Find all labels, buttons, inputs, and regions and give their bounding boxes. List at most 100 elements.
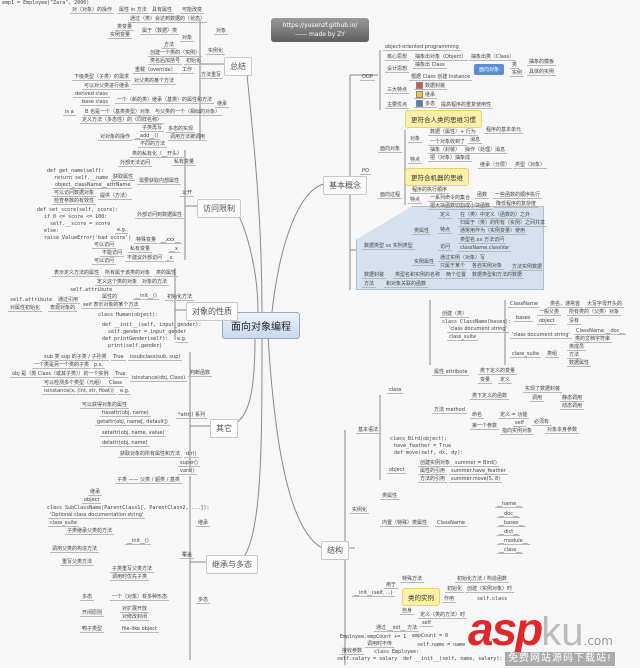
- mindmap-leaf-basic[interactable]: 类: [510, 62, 520, 69]
- oop-highlight-button[interactable]: 面向对象: [474, 64, 505, 75]
- mindmap-leaf-structure[interactable]: summer.move(5, 8): [449, 476, 503, 483]
- mindmap-leaf-blue[interactable]: 通过实例（对象）写: [438, 255, 488, 262]
- mindmap-leaf-basic[interactable]: 数据封装: [414, 82, 448, 90]
- mindmap-leaf-structure[interactable]: 静态调用: [560, 395, 585, 402]
- mindmap-leaf-summary[interactable]: 方法重写: [199, 72, 224, 79]
- mindmap-leaf-structure[interactable]: 方法的引用: [418, 476, 448, 483]
- mindmap-leaf-props[interactable]: def __init__(self, input_gender):: [102, 322, 202, 328]
- mindmap-leaf-summary[interactable]: __add__(): [133, 133, 161, 140]
- mindmap-leaf-access[interactable]: 类的私有化（__开头）: [130, 151, 185, 158]
- mindmap-leaf-structure[interactable]: ClassName.__doc__: [574, 328, 627, 335]
- mindmap-leaf-summary[interactable]: 重载（override）: [133, 67, 178, 74]
- mindmap-leaf-structure[interactable]: 类名，通常首: [548, 301, 583, 308]
- mindmap-leaf-structure[interactable]: 通过 __init__ 方法: [374, 625, 420, 632]
- mindmap-leaf-access[interactable]: _x: [165, 255, 175, 262]
- mindmap-leaf-access[interactable]: 可以访问: [92, 242, 117, 249]
- mindmap-leaf-summary[interactable]: 方法: [162, 42, 177, 49]
- mindmap-leaf-props[interactable]: self 表示对象的某个方法: [81, 302, 141, 309]
- mindmap-leaf-inherit[interactable]: 多态: [80, 594, 95, 601]
- mindmap-leaf-basic[interactable]: 操作（处理）消息: [463, 147, 508, 154]
- mindmap-leaf-summary[interactable]: 类变量: [115, 24, 135, 31]
- mindmap-leaf-inherit[interactable]: __init__(): [125, 538, 151, 545]
- mindmap-leaf-structure[interactable]: 调用: [530, 395, 545, 402]
- mindmap-leaf-other[interactable]: 可以获得对象的属性: [80, 402, 130, 409]
- mindmap-leaf-summary[interactable]: 实例变量: [108, 32, 133, 39]
- mindmap-leaf-other[interactable]: isinstance(x, (int, str, float)): [42, 388, 116, 395]
- mindmap-leaf-other[interactable]: Class: [107, 380, 125, 387]
- mindmap-leaf-structure[interactable]: 类属性: [380, 493, 400, 500]
- mindmap-leaf-other[interactable]: vars(): [178, 468, 197, 475]
- mindmap-leaf-basic[interactable]: 类型（对象）: [513, 162, 548, 169]
- mindmap-leaf-props[interactable]: def printGender(self):: [102, 336, 169, 342]
- mindmap-leaf-basic[interactable]: 降低程序的复杂度: [494, 201, 539, 208]
- mindmap-leaf-structure[interactable]: __bases__: [497, 520, 526, 527]
- mindmap-leaf-access[interactable]: 外部无法访问: [118, 160, 153, 167]
- mindmap-leaf-summary[interactable]: 具有属性: [150, 7, 175, 14]
- mindmap-leaf-other[interactable]: setattr(obj, name, value): [100, 430, 167, 437]
- mindmap-leaf-blue[interactable]: 数据封装: [362, 272, 387, 279]
- mindmap-leaf-structure[interactable]: __doc__: [497, 511, 520, 518]
- mindmap-leaf-access[interactable]: 公开: [180, 190, 195, 197]
- mindmap-leaf-structure[interactable]: self.salary = salary: [337, 656, 398, 662]
- mindmap-leaf-blue[interactable]: 访问: [438, 244, 453, 251]
- mindmap-leaf-inherit[interactable]: 子类重写父类方法: [110, 566, 155, 573]
- mindmap-leaf-structure[interactable]: empCount = 0: [412, 633, 449, 639]
- mindmap-leaf-props[interactable]: print(self.gender): [108, 343, 163, 349]
- mindmap-leaf-other[interactable]: 可以检测多个类型（元组）: [42, 380, 107, 387]
- mindmap-leaf-structure[interactable]: 类组: [545, 351, 560, 358]
- mindmap-leaf-props[interactable]: e.g.: [175, 336, 189, 343]
- mindmap-leaf-summary[interactable]: base class: [80, 99, 110, 106]
- mindmap-leaf-structure[interactable]: self: [420, 620, 433, 627]
- mindmap-leaf-structure[interactable]: have_feather = True: [394, 443, 452, 449]
- mindmap-leaf-summary[interactable]: 属于（数据）类: [140, 28, 180, 35]
- mindmap-leaf-structure[interactable]: 命名: [470, 412, 485, 419]
- mindmap-leaf-basic[interactable]: 提高程序的重复使用性: [439, 102, 494, 109]
- mindmap-leaf-structure[interactable]: 属性 attribute: [432, 369, 470, 376]
- mindmap-leaf-summary[interactable]: 对对象的操作: [98, 134, 133, 141]
- mindmap-leaf-structure[interactable]: self: [513, 420, 526, 427]
- mindmap-leaf-inherit[interactable]: 开闭原则: [80, 610, 105, 617]
- mindmap-leaf-basic[interactable]: 一个对象收到了: [428, 139, 468, 146]
- mindmap-leaf-blue[interactable]: 和对象关联的函数: [384, 281, 429, 288]
- mindmap-leaf-structure[interactable]: object: [387, 467, 407, 474]
- mindmap-leaf-blue[interactable]: 方法: [362, 281, 377, 288]
- mindmap-leaf-basic[interactable]: 面向对象: [378, 146, 403, 153]
- mindmap-leaf-summary[interactable]: 创建一个类的（实例）: [148, 50, 203, 57]
- mindmap-leaf-basic[interactable]: 设计思想: [385, 66, 410, 73]
- mindmap-leaf-basic[interactable]: 抽象出类（Class）: [469, 54, 517, 61]
- mindmap-leaf-structure[interactable]: 对象本身参数: [545, 427, 580, 434]
- mindmap-leaf-access[interactable]: __xxx__: [159, 237, 182, 244]
- mindmap-leaf-blue[interactable]: 类型名.xx 方法访问: [458, 237, 507, 244]
- mindmap-leaf-summary[interactable]: 可以对父类进行继承: [82, 83, 132, 90]
- mindmap-leaf-props[interactable]: 属性的: [100, 294, 120, 301]
- mindmap-leaf-structure[interactable]: 特殊方法: [400, 576, 425, 583]
- mindmap-leaf-summary[interactable]: 多态的实现: [166, 126, 196, 133]
- mindmap-leaf-access[interactable]: __x: [168, 246, 180, 253]
- mindmap-leaf-structure[interactable]: ClassName: [508, 301, 540, 308]
- mindmap-leaf-blue[interactable]: 特点: [438, 227, 453, 234]
- mindmap-leaf-inherit[interactable]: file-like object: [120, 626, 159, 633]
- mindmap-leaf-other[interactable]: getattr(obj, name[, default]): [95, 419, 170, 426]
- mindmap-leaf-structure[interactable]: Employee.empCount += 1: [340, 634, 407, 640]
- mindmap-leaf-inherit[interactable]: 调用时优先子类: [110, 574, 150, 581]
- mindmap-leaf-structure[interactable]: 作用: [442, 596, 457, 603]
- mindmap-leaf-blue[interactable]: 数据类型和方法的数据: [470, 272, 525, 279]
- mindmap-leaf-summary[interactable]: 定义方法（多态性）的（同样名称）: [80, 117, 165, 124]
- mindmap-leaf-structure[interactable]: def __init__(self, name, salary):: [403, 656, 503, 662]
- mindmap-leaf-summary[interactable]: 不同的方法: [138, 141, 168, 148]
- mindmap-leaf-blue[interactable]: 类属性: [412, 228, 432, 235]
- mindmap-leaf-structure[interactable]: __class__: [497, 547, 524, 554]
- mindmap-leaf-inherit[interactable]: 重写父类方法: [60, 559, 95, 566]
- mindmap-leaf-other[interactable]: hasattr(obj, name): [100, 410, 151, 417]
- mindmap-leaf-structure[interactable]: 调用时不传: [365, 641, 395, 648]
- mindmap-leaf-structure[interactable]: summer = Bird(): [453, 460, 499, 467]
- mindmap-leaf-structure[interactable]: 定义: [498, 377, 513, 384]
- mindmap-leaf-basic[interactable]: 数据（属性）+ 行为: [428, 129, 478, 136]
- mindmap-leaf-props[interactable]: class Human(object):: [98, 312, 159, 318]
- mindmap-leaf-structure[interactable]: 实例化: [350, 507, 370, 514]
- mindmap-leaf-other[interactable]: issubclass(sub, sup): [128, 354, 183, 361]
- mindmap-leaf-structure[interactable]: 初始化方法 / 构造函数: [455, 576, 509, 583]
- mindmap-leaf-basic[interactable]: 消息: [468, 137, 483, 144]
- mindmap-leaf-structure[interactable]: 所有类的（父类）对象: [567, 309, 622, 316]
- mindmap-leaf-other[interactable]: obj 是（类 Class（或其子类））的一个实例: [10, 371, 111, 378]
